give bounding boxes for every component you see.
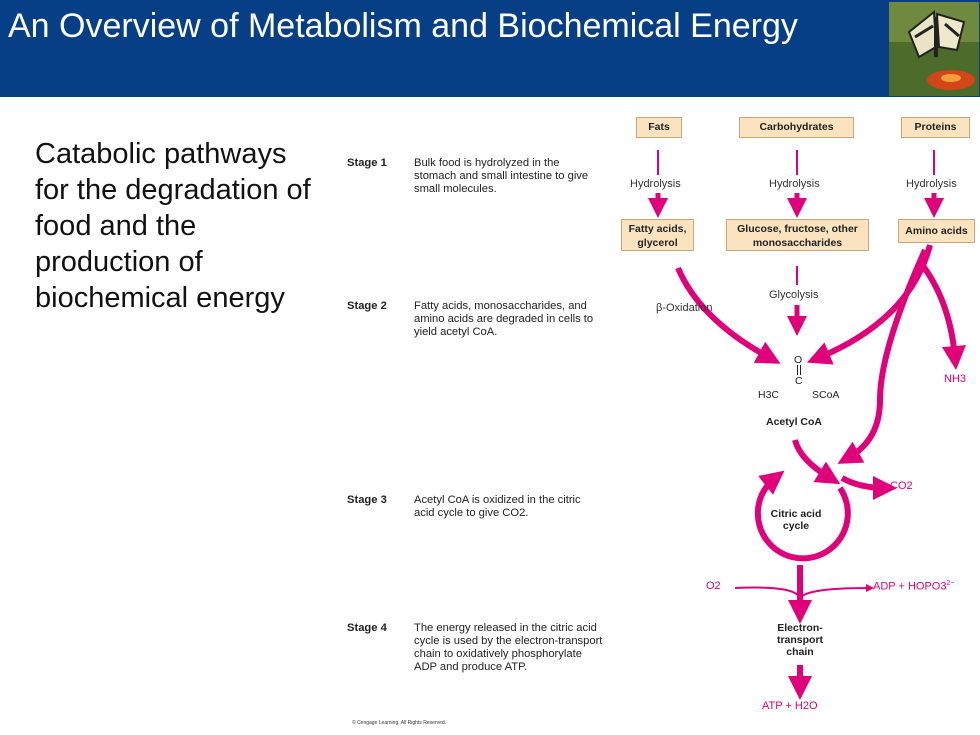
o2-label: O2 (706, 580, 721, 592)
adp-superscript: 2− (946, 580, 955, 587)
stage-description: Acetyl CoA is oxidized in the citric aci… (414, 494, 581, 519)
etc-line1: Electron- (777, 622, 823, 634)
stage-label: Stage 3 (347, 494, 387, 506)
beta-oxidation-label: β-Oxidation (656, 302, 713, 314)
stage-description: The energy released in the citric acid c… (414, 622, 603, 673)
proteins-box: Proteins (901, 117, 970, 138)
adp-label: ADP + HOPO32− (873, 580, 954, 593)
molecule-carbon: C (795, 375, 803, 387)
fatty-acids-box: Fatty acids, glycerol (621, 219, 694, 251)
butterfly-image (889, 2, 979, 96)
atp-label: ATP + H2O (762, 700, 818, 712)
fatty-acids-line2: glycerol (637, 237, 678, 249)
etc-line2: transport (776, 634, 824, 646)
adp-text: ADP + HOPO3 (873, 580, 947, 593)
stage-label: Stage 2 (347, 300, 387, 312)
stage-label: Stage 1 (347, 157, 387, 169)
glycolysis-label: Glycolysis (769, 289, 819, 301)
glucose-box: Glucose, fructose, other monosaccharides (726, 219, 869, 251)
citric-acid-cycle-label: Citric acid cycle (756, 508, 836, 532)
fats-box: Fats (636, 117, 682, 138)
glucose-line1: Glucose, fructose, other (737, 223, 858, 235)
carbohydrates-box: Carbohydrates (739, 117, 854, 138)
etc-line3: chain (786, 646, 814, 658)
copyright-text: © Cengage Learning. All Rights Reserved. (352, 720, 447, 726)
hydrolysis-label-fats: Hydrolysis (630, 178, 681, 190)
co2-label: CO2 (890, 480, 913, 492)
glucose-line2: monosaccharides (752, 237, 843, 249)
acetyl-coa-label: Acetyl CoA (766, 416, 823, 428)
hydrolysis-label-proteins: Hydrolysis (906, 178, 957, 190)
fatty-acids-line1: Fatty acids, (628, 223, 687, 235)
molecule-h3c: H3C (758, 389, 780, 401)
hydrolysis-label-carbs: Hydrolysis (769, 178, 820, 190)
stage-description: Bulk food is hydrolyzed in the stomach a… (414, 157, 589, 195)
slide-title: An Overview of Metabolism and Biochemica… (8, 7, 798, 45)
amino-acids-box: Amino acids (898, 219, 975, 243)
electron-transport-chain-label: Electron- transport chain (760, 622, 840, 658)
citric-line2: cycle (782, 520, 810, 532)
title-bar (0, 0, 980, 97)
stage-description: Fatty acids, monosaccharides, and amino … (414, 300, 594, 338)
subtitle-text: Catabolic pathways for the degradation o… (35, 138, 311, 314)
molecule-scoa: SCoA (812, 389, 840, 401)
molecule-oxygen: O (794, 354, 803, 366)
double-bond (797, 365, 801, 375)
citric-line1: Citric acid (770, 508, 822, 520)
stage-label: Stage 4 (347, 622, 387, 634)
nh3-label: NH3 (944, 373, 967, 385)
